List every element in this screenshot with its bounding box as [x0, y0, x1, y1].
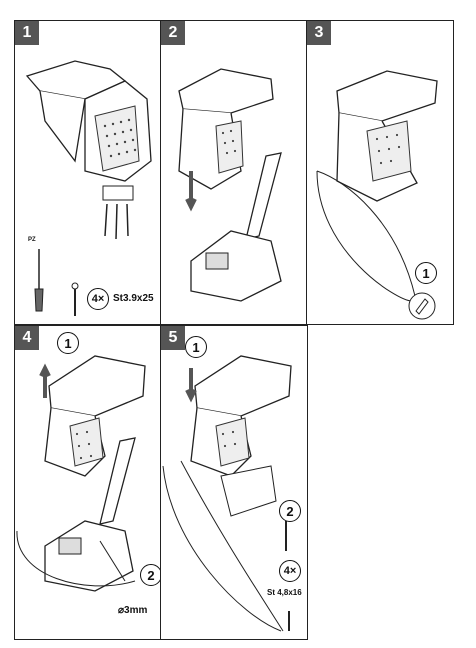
drill-size-label: ⌀3mm [118, 605, 148, 616]
step-marker-1: 1 [57, 332, 79, 354]
step-1-panel: 1 PZ 4× St3.9x25 [14, 20, 162, 325]
step-marker-2: 2 [140, 564, 161, 586]
step-marker-2: 2 [279, 500, 301, 522]
step-number-badge: 4 [15, 326, 39, 350]
step-number-badge: 2 [161, 21, 185, 45]
armrest-bracket-illustration [178, 68, 282, 302]
step-number-badge: 1 [15, 21, 39, 45]
step-number-badge: 5 [161, 326, 185, 350]
screw-spec-label: St3.9x25 [113, 293, 154, 304]
armrest-mounting-illustration [316, 70, 438, 320]
armrest-base-assembly-illustration [25, 60, 152, 316]
step-2-panel: 2 [160, 20, 308, 325]
step-5-panel: 5 1 2 4× St 4,8x16 [160, 325, 308, 640]
armrest-lid-illustration [16, 355, 146, 592]
step-number-badge: 3 [307, 21, 331, 45]
screw-spec-label: St 4,8x16 [267, 588, 302, 597]
screwdriver-tip-label: PZ [28, 237, 36, 243]
step-marker-1: 1 [185, 336, 207, 358]
step-4-panel: 4 1 2 ⌀3mm [14, 325, 162, 640]
step-marker-1: 1 [415, 262, 437, 284]
quantity-callout: 4× [87, 288, 109, 310]
quantity-callout: 4× [279, 560, 301, 582]
armrest-final-screw-illustration [162, 355, 292, 632]
step-3-panel: 3 1 [306, 20, 454, 325]
